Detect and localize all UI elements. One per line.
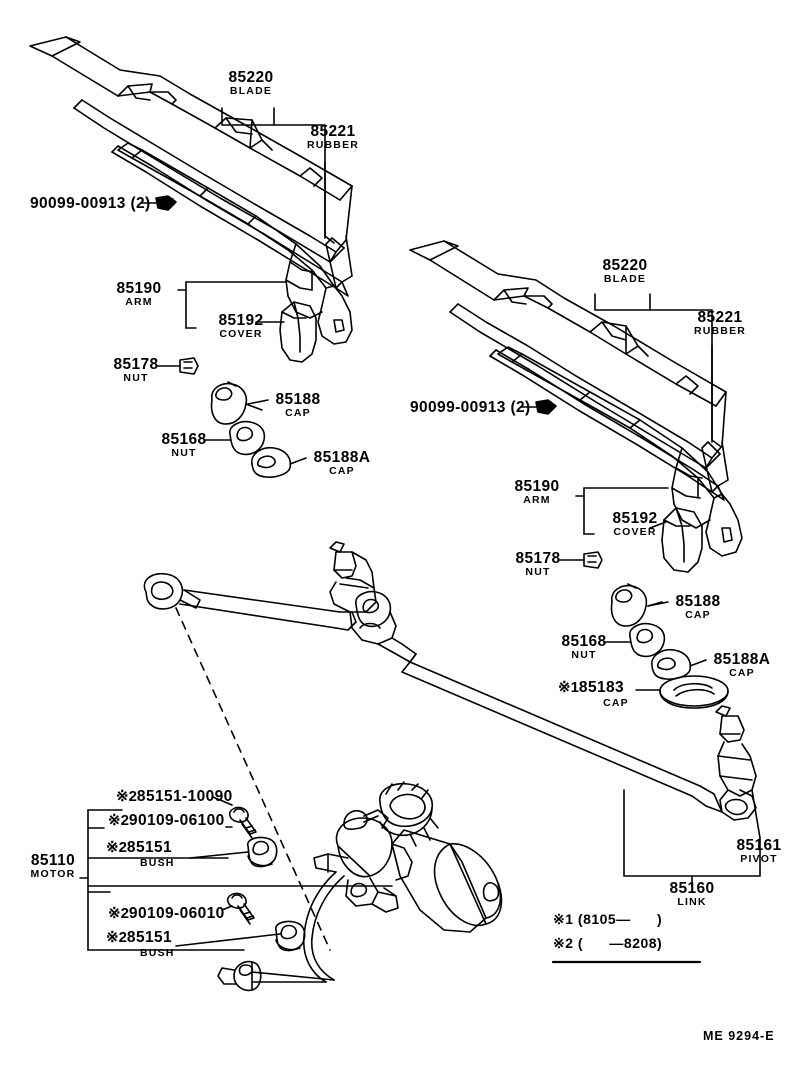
left-blade-drawing (29, 36, 353, 297)
label-left-clip: 90099-00913 (2) (30, 195, 151, 212)
left-cap-85188a-drawing (251, 446, 307, 478)
label-left-arm: 85190 ARM (116, 280, 162, 308)
label-right-nut-85168: 85168 NUT (561, 633, 607, 661)
link-bracket (623, 789, 761, 889)
right-nut-85178-leader (559, 551, 603, 569)
right-arm-bracket (575, 487, 669, 535)
mark-star-2: ※2 (108, 905, 129, 922)
right-arm-drawing (497, 346, 743, 573)
mark-star-1: ※1 (558, 679, 579, 696)
left-cap-85188-drawing (210, 381, 263, 425)
label-pivot: 85161 PIVOT (736, 837, 782, 865)
diagram-code: ME 9294-E (703, 1029, 775, 1043)
label-right-cover: 85192 COVER (612, 510, 658, 538)
label-cap-85183: ※185183 CAP (558, 679, 629, 709)
label-left-cover: 85192 COVER (218, 312, 264, 340)
label-right-clip: 90099-00913 (2) (410, 399, 531, 416)
label-motor-item-3: ※290109-06010 (108, 905, 225, 922)
label-right-cap-85188a: 85188A CAP (713, 651, 771, 679)
motor-bracket (79, 796, 393, 951)
linkage-drawing (143, 541, 757, 951)
label-motor-item-0: ※285151-10090 (116, 788, 233, 805)
right-nut-85168-drawing (603, 622, 666, 658)
right-clip-leader (520, 399, 557, 415)
legend-line-2: ※2 ( —8208) (553, 935, 663, 951)
label-left-cap-85188: 85188 CAP (275, 391, 321, 419)
label-right-arm: 85190 ARM (514, 478, 560, 506)
left-arm-drawing (117, 142, 353, 363)
label-link: 85160 LINK (669, 880, 715, 908)
mark-star-2: ※2 (116, 788, 137, 805)
label-right-nut-85178: 85178 NUT (515, 550, 561, 578)
label-motor-item-4: ※285151 BUSH (106, 929, 175, 959)
pivot-leader (751, 789, 761, 839)
right-cap-85188-leader (647, 601, 669, 607)
label-left-nut-85168: 85168 NUT (161, 431, 207, 459)
left-clip-leader (140, 195, 177, 211)
cap-85183-drawing (635, 675, 729, 709)
label-left-blade: 85220 BLADE (228, 69, 274, 97)
right-blade-drawing (409, 240, 729, 501)
label-motor-item-2: ※285151 BUSH (106, 839, 175, 869)
left-cap-85188-leader (247, 399, 269, 405)
label-right-rubber: 85221 RUBBER (693, 309, 747, 337)
mark-star-2: ※2 (106, 929, 127, 946)
left-nut-85168-drawing (203, 420, 266, 456)
mark-star-2: ※2 (106, 839, 127, 856)
label-left-nut-85178: 85178 NUT (113, 356, 159, 384)
label-left-rubber: 85221 RUBBER (306, 123, 360, 151)
mark-star-2: ※2 (108, 812, 129, 829)
legend-line-1: ※1 (8105— ) (553, 911, 663, 927)
motor-small-parts (226, 806, 306, 952)
motor-drawing (217, 781, 503, 992)
left-arm-bracket (177, 281, 287, 329)
label-right-cap-85188: 85188 CAP (675, 593, 721, 621)
label-motor: 85110 MOTOR (30, 852, 76, 880)
label-motor-item-1: ※290109-06100 (108, 812, 225, 829)
left-nut-85178-leader (157, 357, 199, 375)
label-left-cap-85188a: 85188A CAP (313, 449, 371, 477)
right-cap-85188a-drawing (651, 648, 707, 680)
label-right-blade: 85220 BLADE (602, 257, 648, 285)
